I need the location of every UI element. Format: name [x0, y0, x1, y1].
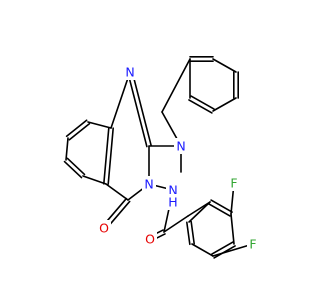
bond-n1-c8a [110, 71, 131, 129]
molecule-structure: N N N N H O O F [63, 55, 259, 259]
atom-n-amine: N [174, 138, 188, 154]
svg-text:N: N [144, 177, 153, 192]
bond-c4a-c4 [105, 183, 129, 201]
bond-cb-r1 [187, 201, 211, 217]
bond-b5-b6 [190, 95, 215, 110]
bond-r1-r2-second [210, 199, 233, 213]
atom-label-layer: N N N N H O O F [97, 64, 259, 252]
bond-c8-c7 [65, 119, 88, 138]
bond-c4a-c8a [107, 127, 114, 185]
bond-b5-b6-second [188, 99, 213, 114]
atom-f1: F [228, 175, 240, 191]
bond-c4a-c8a-second [103, 127, 110, 185]
svg-text:O: O [99, 221, 109, 236]
bond-r4-r5 [191, 243, 214, 257]
bond-ca-cb [163, 215, 189, 233]
bond-r3-r4 [211, 241, 234, 255]
bond-b4-b5 [212, 97, 237, 112]
atom-o-amide: O [143, 231, 157, 247]
svg-text:F: F [249, 237, 256, 252]
bond-b1-ch2 [161, 58, 191, 113]
atom-o-carbonyl: O [97, 220, 111, 236]
bond-c5-c4a [82, 175, 107, 185]
atom-n3: N [142, 176, 156, 192]
atom-f2: F [247, 236, 259, 252]
svg-text:N: N [125, 65, 134, 80]
svg-text:O: O [145, 232, 155, 247]
bond-layer [63, 55, 254, 259]
bond-c8a-c8 [87, 121, 112, 129]
bond-c8-c7-second [68, 122, 91, 141]
svg-text:F: F [230, 176, 237, 191]
bond-r5-r6-second [186, 221, 191, 246]
bond-r2-r3 [230, 213, 235, 245]
bond-c2-n1-second [127, 71, 148, 148]
bond-r4-f2 [212, 243, 254, 257]
bond-r5-r6 [190, 220, 195, 245]
atom-h-amide: H [166, 194, 180, 210]
bond-c2-n1 [131, 70, 152, 147]
bond-r1-r2 [208, 203, 231, 217]
bond-c7-c6 [65, 137, 69, 161]
bond-c6-c5-second [66, 157, 86, 176]
bond-r6-r1 [188, 201, 211, 223]
svg-text:N: N [176, 139, 185, 154]
bond-b2-b3 [212, 58, 237, 73]
bond-c6-c5 [63, 160, 83, 179]
svg-text:H: H [168, 195, 177, 210]
atom-n1: N [123, 64, 137, 80]
svg-text:N: N [168, 183, 177, 198]
